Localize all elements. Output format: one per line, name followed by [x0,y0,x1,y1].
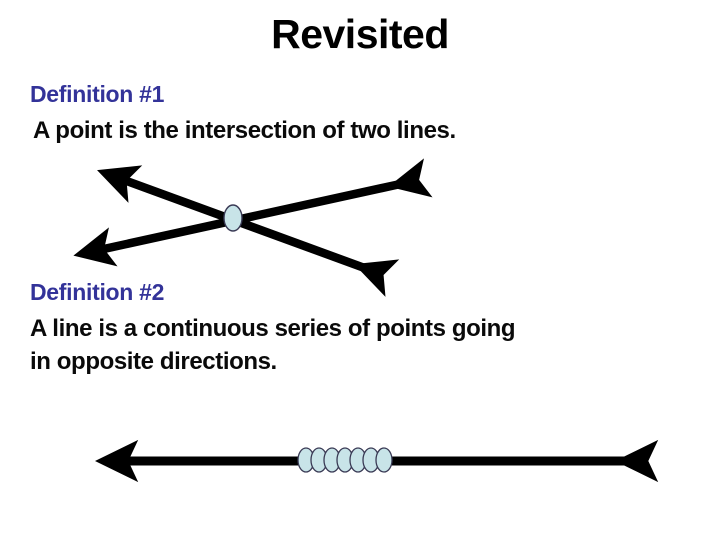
definition-2-body-line-2: in opposite directions. [30,348,277,376]
line-point [375,447,393,473]
page-title: Revisited [271,11,449,57]
definition-2-body: A line is a continuous series of points … [30,312,720,378]
definition-1-body: A point is the intersection of two lines… [33,117,456,144]
crossing-line-ascending [73,158,433,267]
definition-1-heading: Definition #1 [30,81,165,107]
intersection-diagram-svg [73,158,433,297]
definition-2-body-line-1: A line is a continuous series of points … [30,315,516,342]
definition-2-heading: Definition #2 [30,279,165,305]
intersection-point [223,204,243,232]
intersection-diagram [73,158,433,297]
point-series [297,447,393,473]
